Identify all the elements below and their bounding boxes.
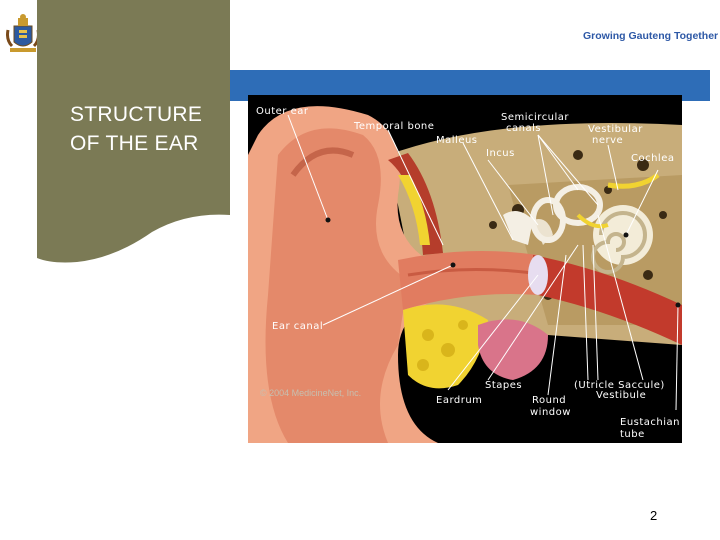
ear-anatomy-diagram: Outer ear Temporal bone Malleus Semicirc… [248, 95, 682, 443]
label-malleus: Malleus [436, 135, 478, 146]
label-eustachian-tube-2: tube [620, 429, 645, 440]
slide-title-line2: OF THE EAR [70, 132, 199, 155]
slide-title: STRUCTURE OF THE EAR [70, 100, 220, 158]
label-temporal-bone: Temporal bone [354, 121, 435, 132]
coat-of-arms-icon [6, 12, 40, 56]
label-cochlea: Cochlea [631, 153, 675, 164]
label-round-window-1: Round [532, 395, 567, 406]
label-ear-canal: Ear canal [272, 321, 324, 332]
label-semicircular-canals-2: canals [506, 123, 542, 134]
label-eustachian-tube-1: Eustachian [620, 417, 680, 428]
label-stapes: Stapes [485, 380, 523, 391]
label-semicircular-canals-1: Semicircular [501, 112, 570, 123]
title-panel [37, 0, 230, 270]
page-number: 2 [650, 508, 658, 523]
label-outer-ear: Outer ear [256, 106, 309, 117]
label-vestibular-nerve-1: Vestibular [588, 124, 643, 135]
label-incus: Incus [486, 148, 515, 159]
slide-title-line1: STRUCTURE [70, 103, 203, 126]
label-utricle-saccule: (Utricle Saccule) [574, 380, 665, 391]
label-eardrum: Eardrum [436, 395, 483, 406]
label-round-window-2: window [530, 407, 571, 418]
diagram-copyright: © 2004 MedicineNet, Inc. [260, 388, 362, 398]
label-vestibule: Vestibule [596, 390, 647, 401]
label-vestibular-nerve-2: nerve [592, 135, 624, 146]
ear-illustration [248, 106, 682, 443]
header-tagline: Growing Gauteng Together [583, 30, 719, 42]
